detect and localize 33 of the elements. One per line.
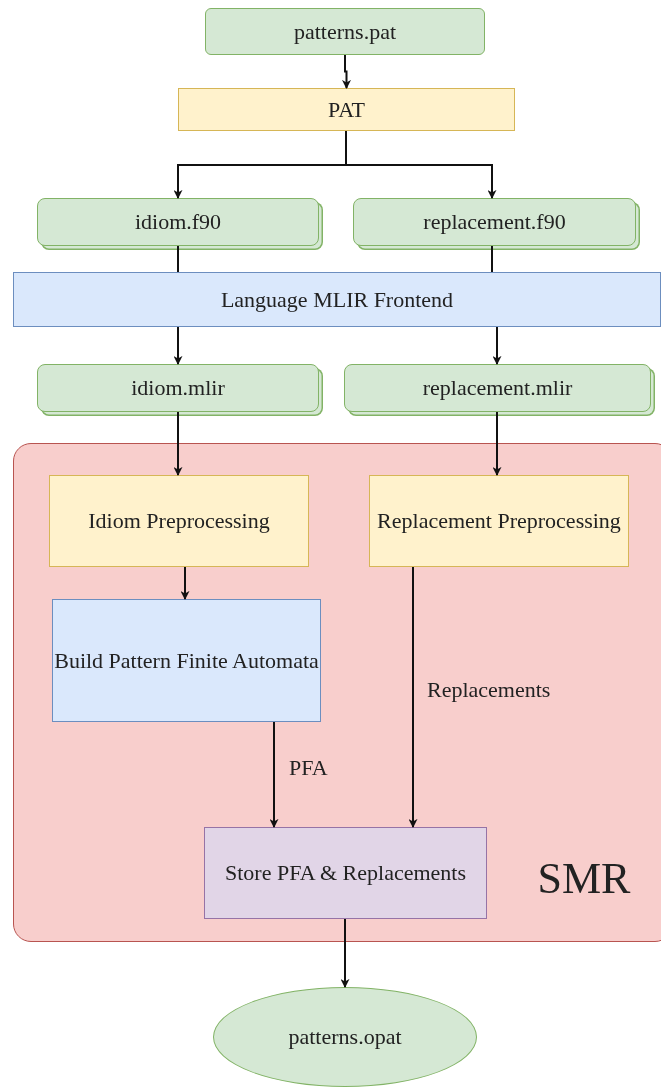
arrow <box>180 566 190 600</box>
process-box <box>178 88 515 131</box>
node-label: Store PFA & Replacements <box>224 859 467 887</box>
process-box <box>369 475 629 567</box>
arrow <box>408 566 418 828</box>
process-box <box>204 827 487 919</box>
arrow <box>173 411 183 476</box>
node-label: PAT <box>326 95 367 124</box>
process-box <box>52 599 321 722</box>
arrow <box>173 326 183 365</box>
node-label: Language MLIR Frontend <box>219 285 455 314</box>
process-box <box>49 475 309 567</box>
node-label: patterns.opat <box>287 1023 403 1051</box>
node-label: idiom.mlir <box>130 374 226 402</box>
arrow <box>492 411 502 476</box>
connector-line <box>177 245 179 273</box>
arrow <box>342 54 351 89</box>
module-container <box>13 443 661 942</box>
node-label: Build Pattern Finite Automata <box>53 646 320 675</box>
file-box <box>205 8 485 55</box>
module-title: SMR <box>536 854 632 904</box>
arrow <box>340 918 350 988</box>
frontend-bar <box>13 272 661 327</box>
node-label: replacement.mlir <box>421 374 574 402</box>
node-label: replacement.f90 <box>422 208 567 236</box>
connector-line <box>491 245 493 273</box>
arrow <box>269 721 279 828</box>
arrow <box>345 130 497 199</box>
node-label: idiom.f90 <box>133 208 223 236</box>
node-label: patterns.pat <box>293 17 397 46</box>
arrow <box>492 326 502 365</box>
node-label: Replacement Preprocessing <box>376 507 622 535</box>
node-label: Idiom Preprocessing <box>87 507 271 535</box>
